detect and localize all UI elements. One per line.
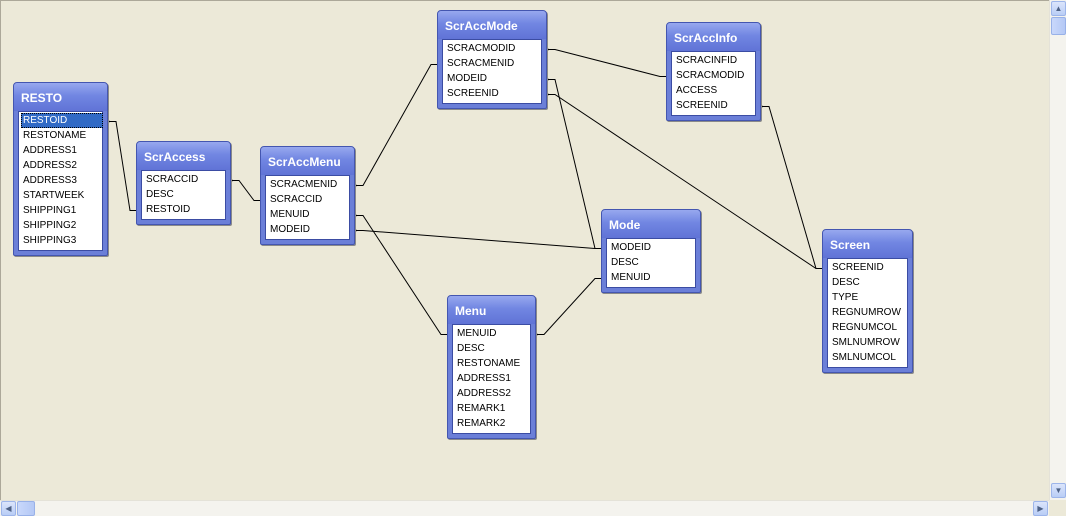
field-shipping2[interactable]: SHIPPING2 (23, 220, 77, 231)
table-title-scraccinfo[interactable]: ScrAccInfo (667, 23, 760, 51)
table-title-screen[interactable]: Screen (823, 230, 912, 258)
relationship-line[interactable] (547, 79, 603, 249)
field-address2[interactable]: ADDRESS2 (457, 388, 511, 399)
relationship-line[interactable] (355, 215, 449, 335)
arrow-down-icon[interactable]: ▼ (1051, 483, 1066, 498)
field-modeid[interactable]: MODEID (611, 242, 651, 253)
field-shipping3[interactable]: SHIPPING3 (23, 235, 77, 246)
table-menu[interactable]: Menu MENUID DESC RESTONAME ADDRESS1 ADDR… (447, 295, 536, 439)
field-remark2[interactable]: REMARK2 (457, 418, 506, 429)
relationship-line[interactable] (355, 230, 603, 249)
relationship-line[interactable] (547, 49, 668, 77)
field-access[interactable]: ACCESS (676, 85, 718, 96)
relationship-line[interactable] (536, 278, 603, 335)
field-type[interactable]: TYPE (832, 292, 859, 303)
horizontal-scroll-thumb[interactable] (17, 501, 35, 516)
field-modeid[interactable]: MODEID (447, 73, 487, 84)
field-list-scraccinfo[interactable]: SCRACINFID SCRACMODID ACCESS SCREENID (671, 51, 756, 116)
field-shipping1[interactable]: SHIPPING1 (23, 205, 77, 216)
relationship-line[interactable] (231, 180, 262, 201)
field-menuid[interactable]: MENUID (270, 209, 310, 220)
arrow-up-icon[interactable]: ▲ (1051, 1, 1066, 16)
field-screenid[interactable]: SCREENID (447, 88, 499, 99)
field-scracmodid[interactable]: SCRACMODID (676, 70, 745, 81)
field-list-scraccmenu[interactable]: SCRACMENID SCRACCID MENUID MODEID (265, 175, 350, 240)
table-title-menu[interactable]: Menu (448, 296, 535, 324)
table-mode[interactable]: Mode MODEID DESC MENUID (601, 209, 701, 293)
relationship-line[interactable] (108, 121, 138, 211)
field-desc[interactable]: DESC (611, 257, 639, 268)
field-smlnumcol[interactable]: SMLNUMCOL (832, 352, 896, 363)
field-scracmenid[interactable]: SCRACMENID (270, 179, 338, 190)
field-address1[interactable]: ADDRESS1 (23, 145, 77, 156)
field-startweek[interactable]: STARTWEEK (23, 190, 85, 201)
field-restoname[interactable]: RESTONAME (23, 130, 87, 141)
field-desc[interactable]: DESC (146, 189, 174, 200)
field-scracmenid[interactable]: SCRACMENID (447, 58, 515, 69)
field-scracmodid[interactable]: SCRACMODID (447, 43, 516, 54)
field-scraccid[interactable]: SCRACCID (146, 174, 199, 185)
table-title-scraccmenu[interactable]: ScrAccMenu (261, 147, 354, 175)
table-scraccess[interactable]: ScrAccess SCRACCID DESC RESTOID (136, 141, 231, 225)
field-address1[interactable]: ADDRESS1 (457, 373, 511, 384)
field-list-scraccess[interactable]: SCRACCID DESC RESTOID (141, 170, 226, 220)
field-desc[interactable]: DESC (457, 343, 485, 354)
field-scracinfid[interactable]: SCRACINFID (676, 55, 738, 66)
relationship-canvas[interactable]: RESTO RESTOID RESTONAME ADDRESS1 ADDRESS… (0, 0, 1049, 500)
field-list-mode[interactable]: MODEID DESC MENUID (606, 238, 696, 288)
field-address3[interactable]: ADDRESS3 (23, 175, 77, 186)
vertical-scroll-thumb[interactable] (1051, 17, 1066, 35)
table-title-resto[interactable]: RESTO (14, 83, 107, 111)
field-scraccid[interactable]: SCRACCID (270, 194, 323, 205)
table-title-scraccess[interactable]: ScrAccess (137, 142, 230, 170)
field-restoid[interactable]: RESTOID (146, 204, 191, 215)
field-smlnumrow[interactable]: SMLNUMROW (832, 337, 900, 348)
table-title-mode[interactable]: Mode (602, 210, 700, 238)
field-address2[interactable]: ADDRESS2 (23, 160, 77, 171)
table-scraccinfo[interactable]: ScrAccInfo SCRACINFID SCRACMODID ACCESS … (666, 22, 761, 121)
field-regnumrow[interactable]: REGNUMROW (832, 307, 901, 318)
field-restoid[interactable]: RESTOID (21, 113, 103, 128)
field-desc[interactable]: DESC (832, 277, 860, 288)
table-screen[interactable]: Screen SCREENID DESC TYPE REGNUMROW REGN… (822, 229, 913, 373)
relationship-line[interactable] (761, 106, 824, 269)
field-screenid[interactable]: SCREENID (676, 100, 728, 111)
field-modeid[interactable]: MODEID (270, 224, 310, 235)
arrow-left-icon[interactable]: ◀ (1, 501, 16, 516)
field-list-scraccmode[interactable]: SCRACMODID SCRACMENID MODEID SCREENID (442, 39, 542, 104)
field-list-resto[interactable]: RESTOID RESTONAME ADDRESS1 ADDRESS2 ADDR… (18, 111, 103, 251)
vertical-scrollbar[interactable]: ▲ ▼ (1049, 0, 1066, 500)
relationship-line[interactable] (355, 64, 439, 186)
field-menuid[interactable]: MENUID (611, 272, 651, 283)
arrow-right-icon[interactable]: ▶ (1033, 501, 1048, 516)
field-restoname[interactable]: RESTONAME (457, 358, 521, 369)
scrollbar-corner (1049, 500, 1066, 516)
field-screenid[interactable]: SCREENID (832, 262, 884, 273)
horizontal-scrollbar[interactable]: ◀ ▶ (0, 500, 1049, 516)
table-scraccmode[interactable]: ScrAccMode SCRACMODID SCRACMENID MODEID … (437, 10, 547, 109)
field-list-menu[interactable]: MENUID DESC RESTONAME ADDRESS1 ADDRESS2 … (452, 324, 531, 434)
field-menuid[interactable]: MENUID (457, 328, 497, 339)
field-regnumcol[interactable]: REGNUMCOL (832, 322, 898, 333)
field-remark1[interactable]: REMARK1 (457, 403, 506, 414)
table-title-scraccmode[interactable]: ScrAccMode (438, 11, 546, 39)
field-list-screen[interactable]: SCREENID DESC TYPE REGNUMROW REGNUMCOL S… (827, 258, 908, 368)
table-resto[interactable]: RESTO RESTOID RESTONAME ADDRESS1 ADDRESS… (13, 82, 108, 256)
table-scraccmenu[interactable]: ScrAccMenu SCRACMENID SCRACCID MENUID MO… (260, 146, 355, 245)
